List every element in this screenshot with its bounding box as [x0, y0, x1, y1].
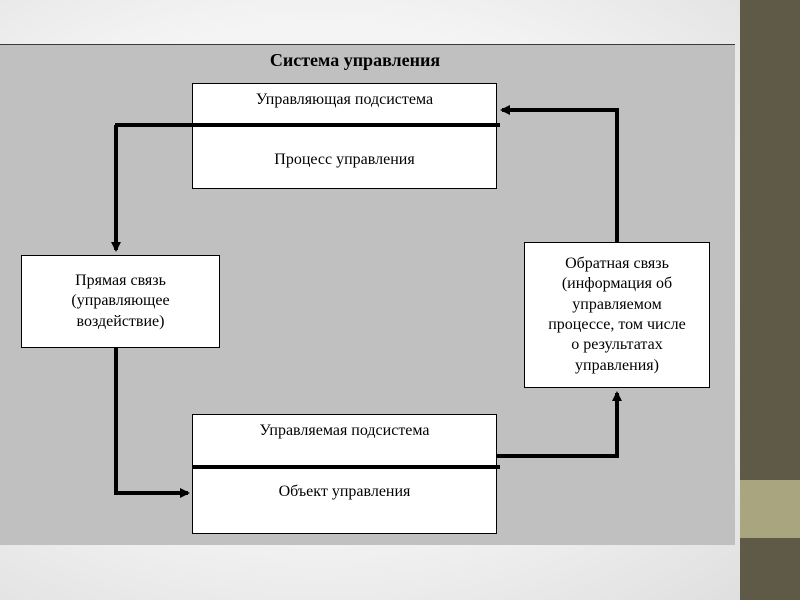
top-rule [0, 44, 735, 45]
forward-link-box: Прямая связь (управляющее воздействие) [21, 255, 220, 348]
diagram-title: Система управления [269, 50, 441, 70]
feedback-link-line: (информация об [561, 275, 673, 293]
feedback-link-line: управляемом [572, 295, 662, 313]
forward-link-line: Прямая связь [75, 271, 166, 289]
feedback-arrow-left [500, 105, 619, 242]
feedback-link-box: Обратная связь (информация об управляемо… [524, 242, 710, 388]
control-subsystem-title: Управляющая подсистема [255, 91, 434, 108]
sidebar-accent [740, 480, 800, 538]
forward-arrow-right [114, 348, 190, 498]
forward-link-line: воздействие) [76, 312, 165, 330]
feedback-link-line: управления) [575, 356, 659, 374]
control-subsystem-box: Управляющая подсистема Процесс управлени… [192, 83, 497, 189]
feedback-link-line: Обратная связь [565, 254, 669, 272]
controlled-subsystem-title: Управляемая подсистема [259, 422, 430, 439]
control-subsystem-subtitle: Процесс управления [274, 151, 415, 168]
feedback-link-line: процессе, том числе [548, 316, 686, 333]
feedback-link-line: о результатах [571, 336, 663, 354]
controlled-subsystem-box: Управляемая подсистема Объект управления [192, 414, 497, 534]
forward-link-line: (управляющее [71, 292, 170, 310]
controlled-subsystem-subtitle: Объект управления [278, 483, 411, 500]
feedback-arrow-up [497, 391, 622, 458]
